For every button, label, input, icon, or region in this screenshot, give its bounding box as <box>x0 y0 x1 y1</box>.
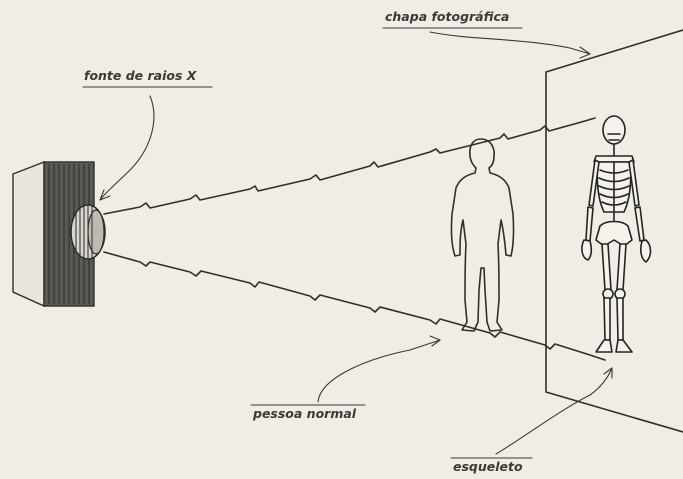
beam-upper-line <box>104 118 595 214</box>
source-box-side <box>13 162 44 306</box>
xray-source-device <box>13 162 105 306</box>
beam-lower-line <box>104 252 605 360</box>
person-pointer <box>318 336 440 402</box>
label-xray-source: fonte de raios X <box>84 68 198 83</box>
normal-person-outline <box>451 139 513 331</box>
plate-pointer <box>430 32 590 58</box>
label-skeleton: esqueleto <box>453 459 523 474</box>
label-normal-person: pessoa normal <box>252 406 357 421</box>
skeleton-figure <box>582 116 651 352</box>
xray-source-pointer <box>100 96 154 200</box>
source-emitter <box>71 205 105 259</box>
label-photographic-plate: chapa fotográfica <box>385 9 509 24</box>
skeleton-pointer <box>496 368 612 454</box>
